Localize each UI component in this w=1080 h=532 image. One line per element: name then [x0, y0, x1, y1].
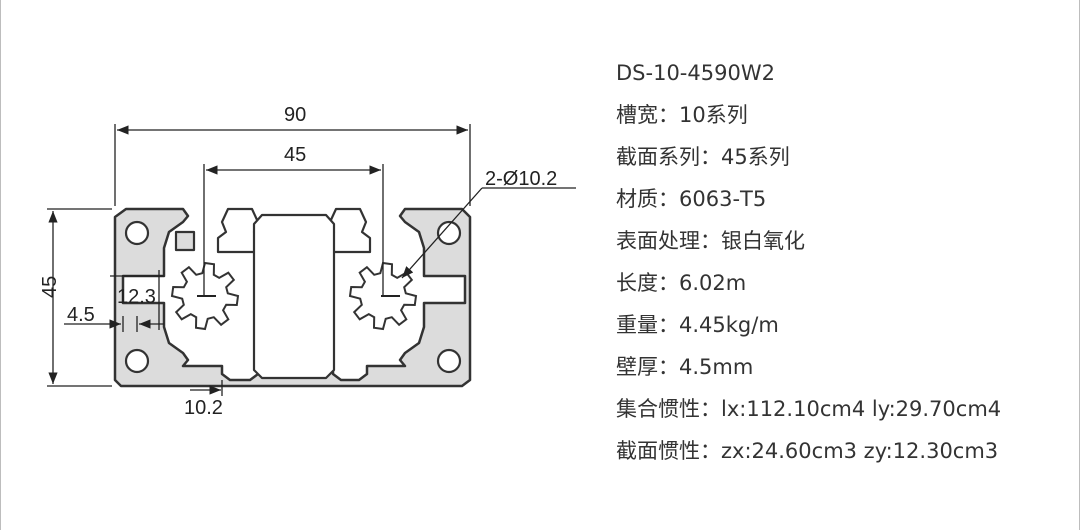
dim-90: 90 [284, 104, 306, 126]
dim-45-height: 45 [39, 276, 61, 298]
dim-hole: 2-Ø10.2 [485, 168, 557, 190]
spec-length: 长度：6.02m [616, 271, 747, 295]
dim-10-2: 10.2 [184, 397, 223, 419]
spec-weight: 重量：4.45kg/m [616, 313, 779, 337]
dim-12-3: 12.3 [117, 286, 156, 308]
spec-slot-width: 槽宽：10系列 [616, 103, 748, 127]
model-number: DS-10-4590W2 [616, 61, 775, 85]
spec-surface-treatment: 表面处理：银白氧化 [616, 229, 805, 253]
aluminum-profile [113, 207, 472, 388]
spec-section-series: 截面系列：45系列 [616, 145, 790, 169]
spec-moment-of-inertia: 集合惯性：lx:112.10cm4 ly:29.70cm4 [616, 397, 1002, 421]
center-bore-left [170, 261, 240, 331]
dim-45-inner: 45 [284, 144, 306, 166]
spec-list: DS-10-4590W2 槽宽：10系列 截面系列：45系列 材质：6063-T… [616, 58, 1071, 478]
dim-4-5: 4.5 [67, 304, 95, 326]
spec-material: 材质：6063-T5 [616, 187, 767, 211]
spec-wall-thickness: 壁厚：4.5mm [616, 355, 754, 379]
profile-drawing: 90 45 2-Ø10.2 45 12.3 4.5 10.2 [39, 104, 576, 419]
spec-section-modulus: 截面惯性：zx:24.60cm3 zy:12.30cm3 [616, 439, 999, 463]
